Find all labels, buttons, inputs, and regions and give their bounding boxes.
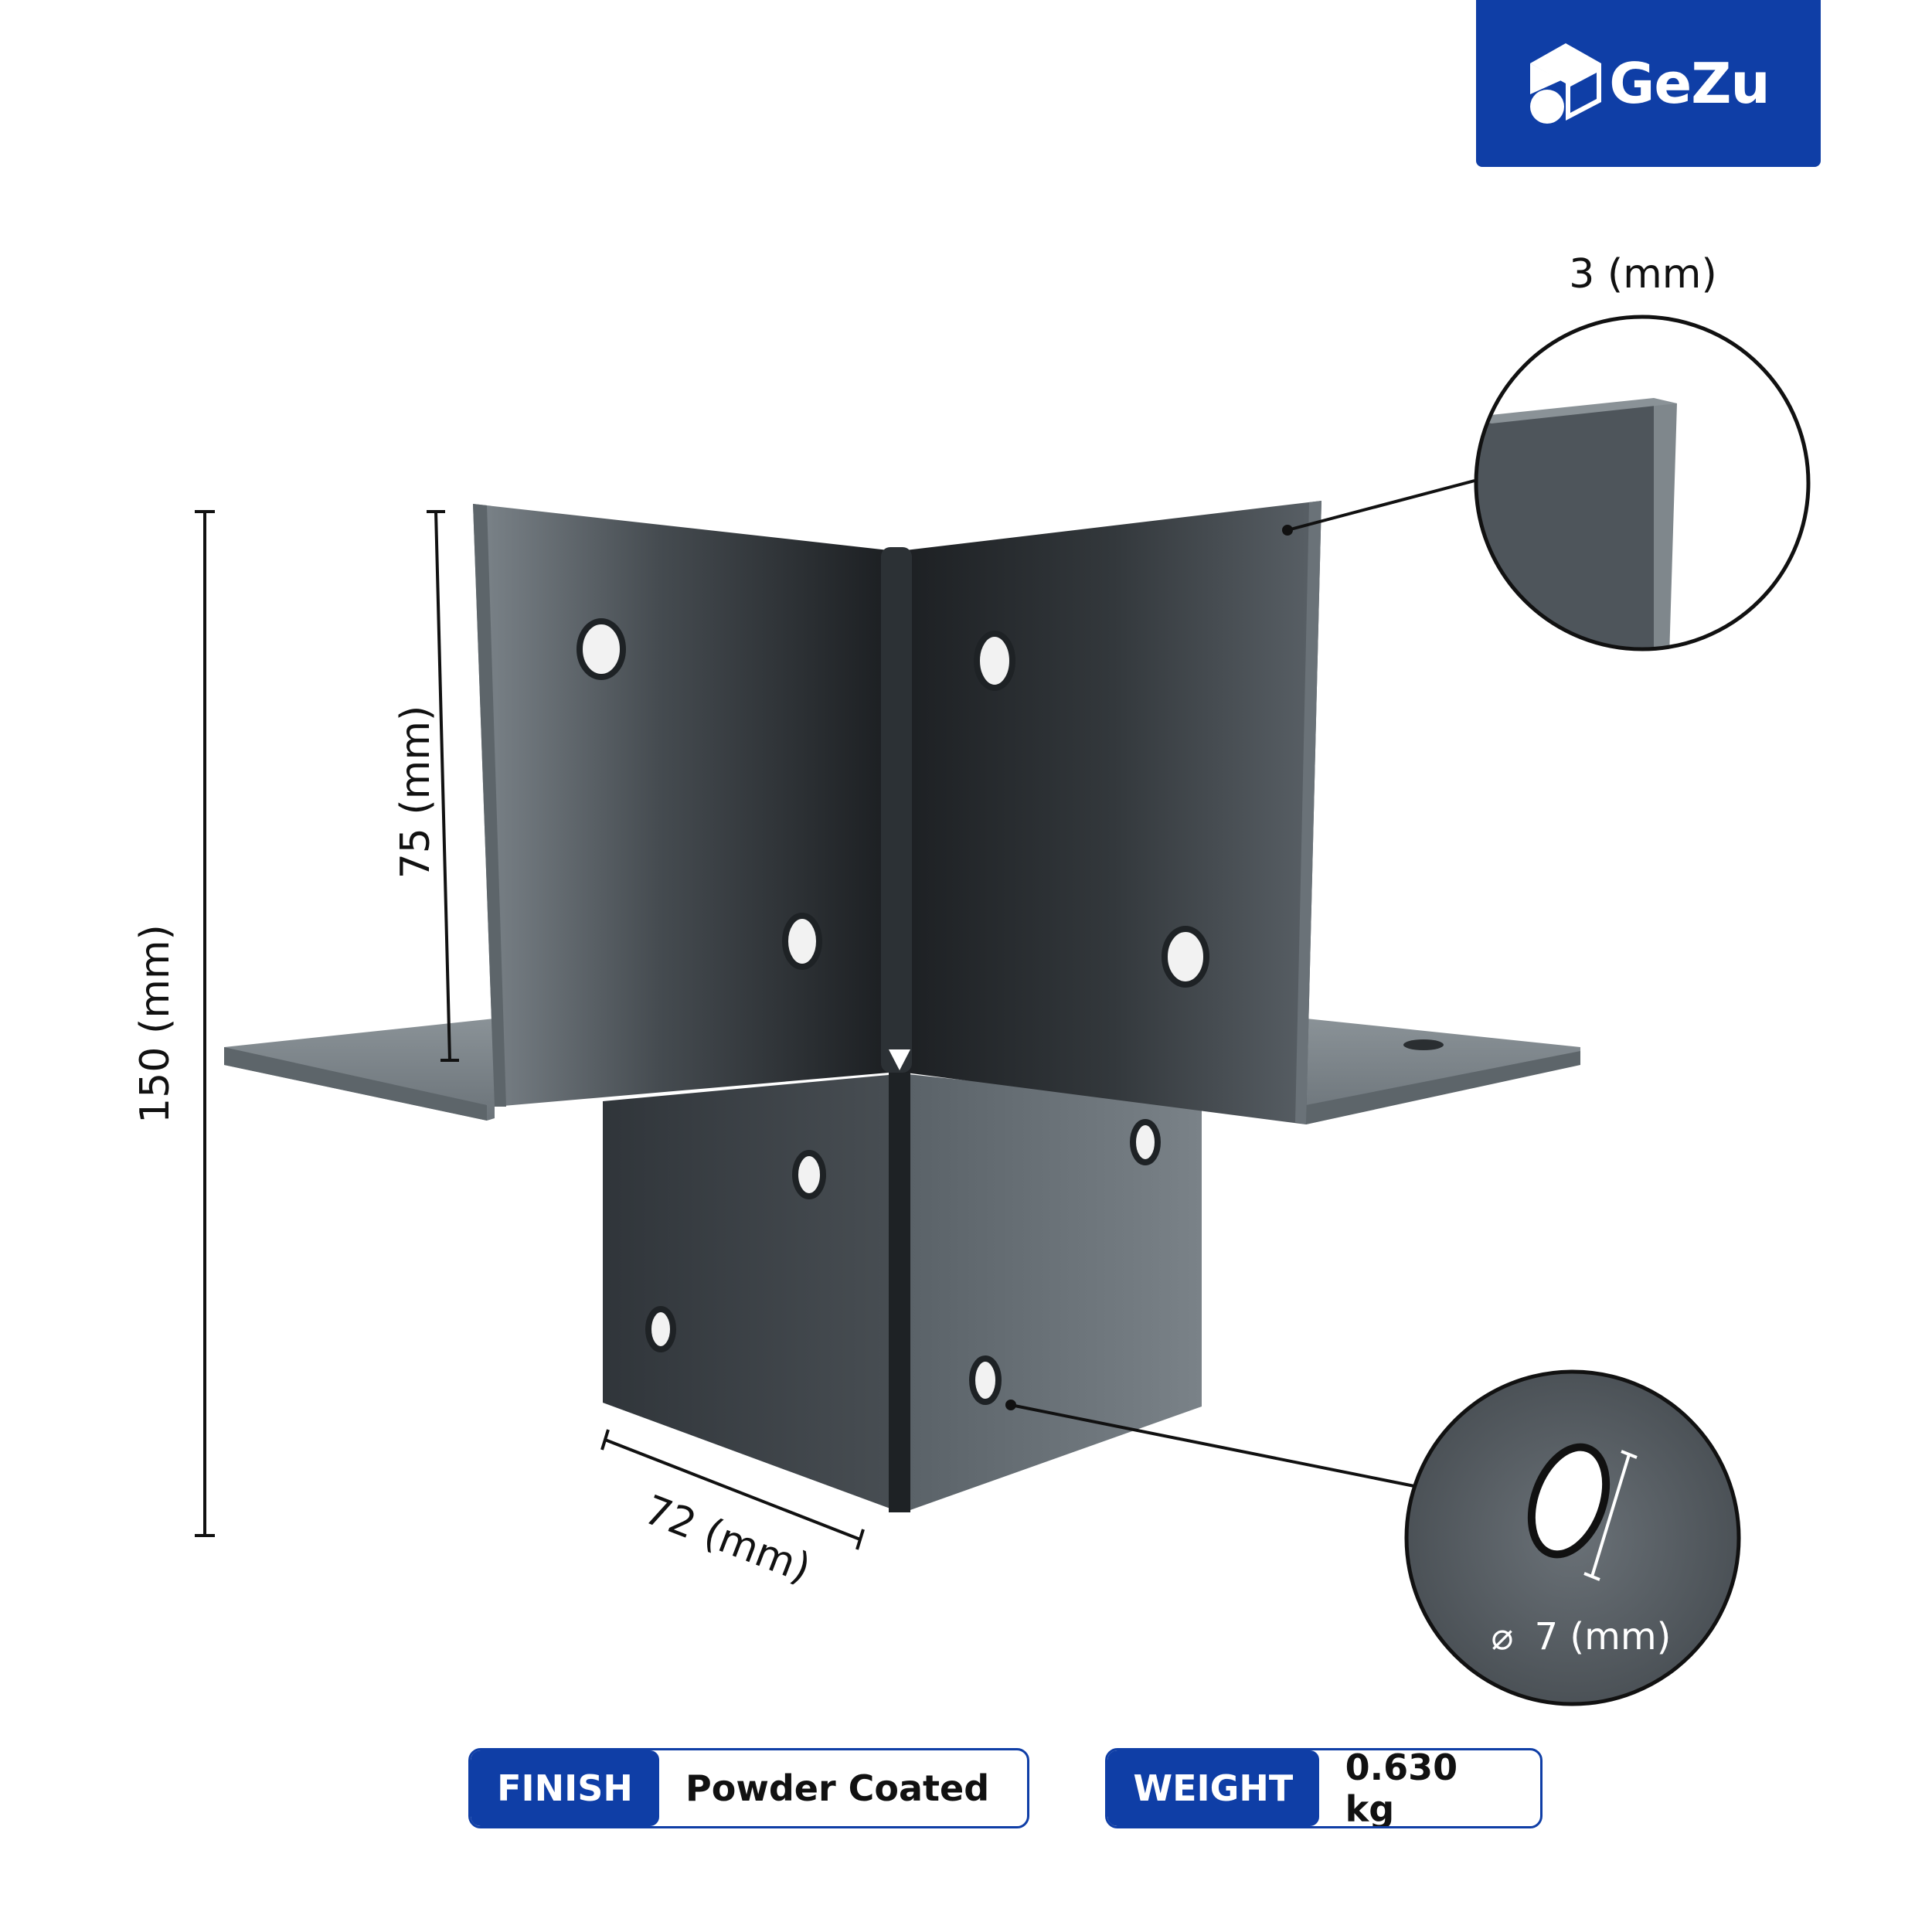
thickness-leader	[1287, 479, 1475, 532]
hole-leader	[1010, 1403, 1415, 1488]
upper-right-plate-edge	[1295, 501, 1321, 1124]
weight-value: 0.630 kg	[1345, 1748, 1458, 1828]
right-flange-edge	[1306, 1051, 1580, 1124]
mounting-holes	[577, 618, 1209, 1405]
weight-badge: WEIGHT 0.630 kg	[1105, 1748, 1543, 1828]
thickness-leader-dot	[1282, 525, 1293, 536]
weight-label: WEIGHT	[1107, 1750, 1319, 1826]
hole	[645, 1306, 676, 1352]
upper-left-plate-edge	[473, 504, 506, 1107]
dimension-72-label: 72 (mm)	[638, 1487, 817, 1593]
hole	[782, 913, 822, 970]
thickness-zoom-circle	[1474, 315, 1811, 651]
upper-right-plate	[906, 501, 1321, 1124]
hole-zoom-circle	[1404, 1369, 1741, 1706]
thickness-label: 3 (mm)	[1569, 251, 1717, 298]
hole	[969, 1355, 1002, 1405]
dimension-75	[427, 510, 459, 1062]
brand-name: GeZu	[1609, 51, 1770, 116]
dimension-75-label: 75 (mm)	[393, 706, 439, 879]
upper-seam	[881, 547, 912, 1073]
dimension-150	[195, 510, 215, 1537]
dimension-72	[600, 1429, 865, 1550]
house-box-logo-icon	[1530, 43, 1602, 124]
hole-leader-dot	[1005, 1400, 1016, 1410]
weld-notch	[889, 1049, 910, 1070]
left-flange-edge	[224, 1047, 487, 1121]
finish-value: Powder Coated	[685, 1767, 990, 1809]
finish-badge: FINISH Powder Coated	[468, 1748, 1029, 1828]
lower-seam	[889, 1070, 910, 1512]
hole	[577, 618, 626, 680]
hole	[792, 1150, 826, 1199]
hole	[974, 631, 1015, 691]
hole-diameter-label: 7 (mm)	[1535, 1615, 1672, 1658]
dimension-150-label: 150 (mm)	[132, 924, 179, 1124]
finish-label: FINISH	[471, 1750, 659, 1826]
flange-hole	[1403, 1039, 1444, 1050]
upper-left-plate	[473, 504, 889, 1107]
hole	[1162, 926, 1209, 988]
hole	[1130, 1119, 1161, 1165]
hole-diameter-symbol: ⌀	[1492, 1615, 1514, 1658]
lower-left-face	[603, 1074, 896, 1511]
brand-logo: GeZu	[1476, 0, 1821, 167]
